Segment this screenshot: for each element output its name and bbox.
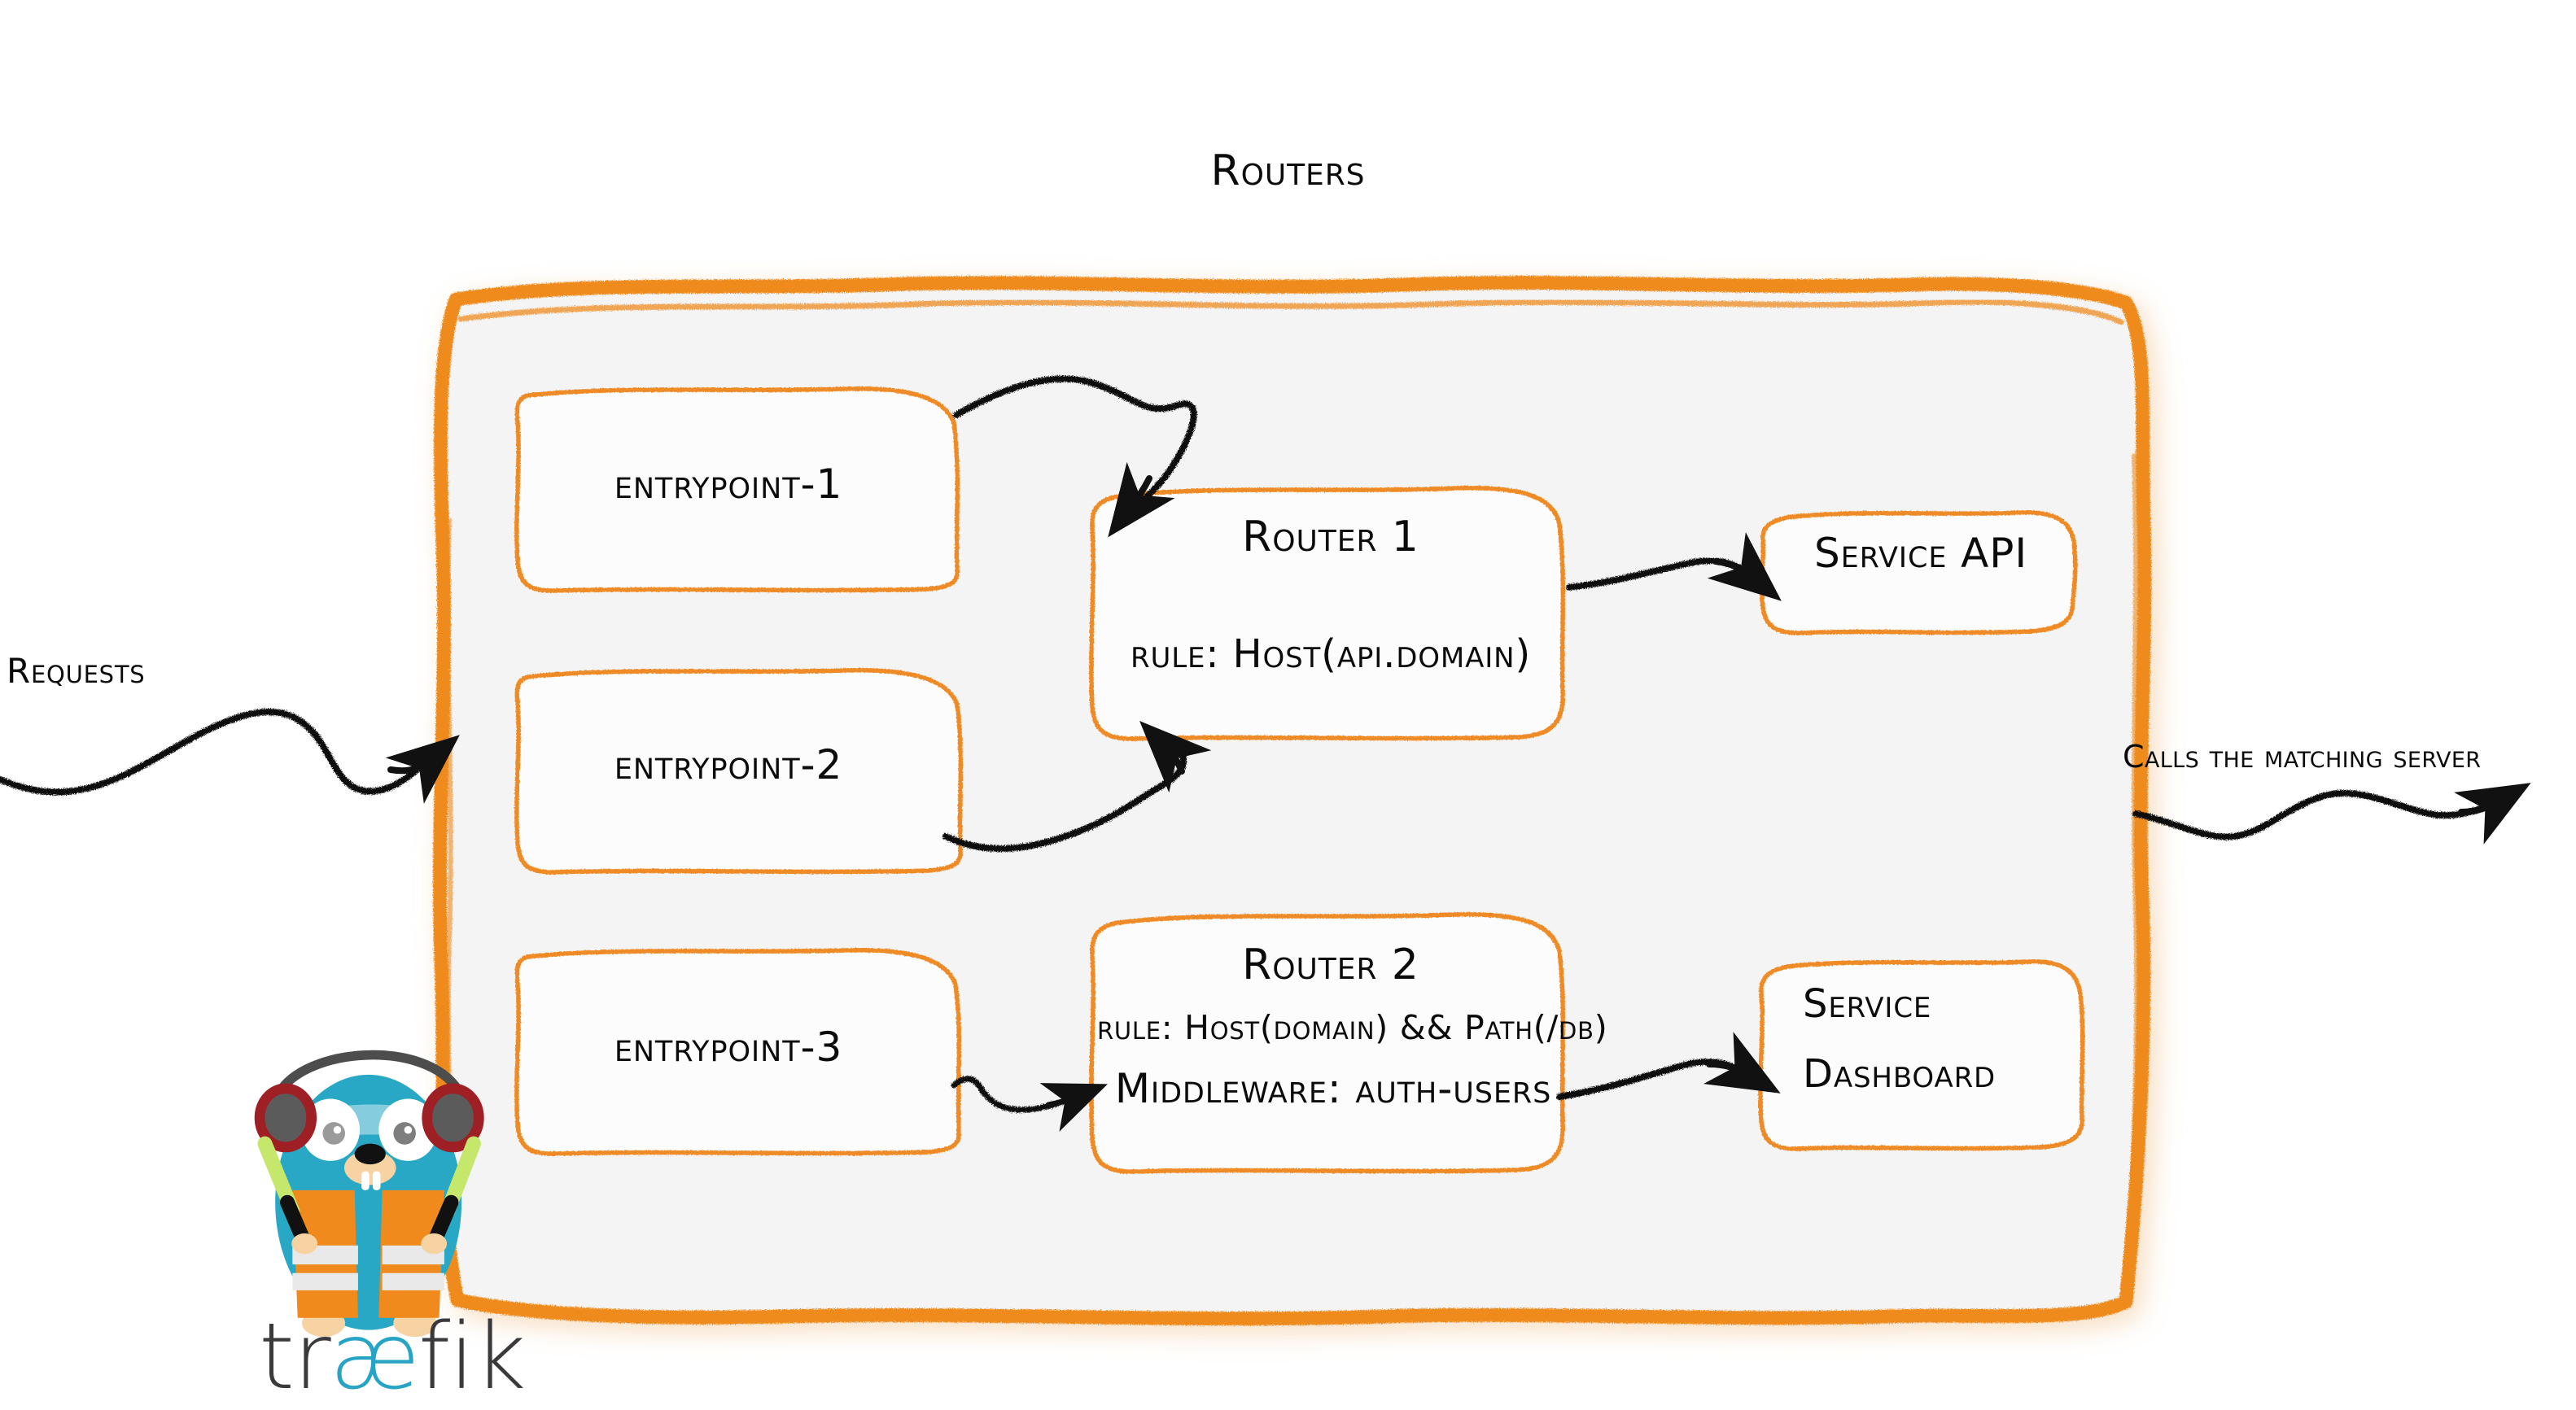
requests-label: Requests — [7, 651, 146, 691]
router-1-title: Router 1 — [1242, 513, 1419, 561]
entrypoint-3-label: entrypoint-3 — [614, 1024, 843, 1071]
entrypoint-3-box[interactable] — [514, 948, 962, 1156]
arrow-requests-to-panel — [0, 708, 460, 804]
traefik-wordmark-fik: fik — [418, 1304, 527, 1410]
entrypoint-2-box[interactable] — [514, 668, 964, 875]
arrow-panel-to-matching-server — [2132, 783, 2531, 845]
router-2-middleware: Middleware: auth-users — [1114, 1065, 1552, 1112]
traefik-gopher-logo — [254, 1050, 484, 1338]
traefik-wordmark: træfik — [259, 1312, 527, 1403]
service-dashboard-label-line1: Service — [1803, 981, 1932, 1027]
traefik-wordmark-tr: tr — [259, 1304, 331, 1410]
service-api-label: Service API — [1814, 530, 2027, 577]
entrypoint-1-label: entrypoint-1 — [614, 461, 843, 508]
traefik-wordmark-ae: æ — [330, 1304, 419, 1410]
arrow-router2-to-service-dashboard — [1556, 1032, 1781, 1100]
router-2-box[interactable] — [1089, 912, 1566, 1174]
router-2-title: Router 2 — [1242, 941, 1419, 989]
router-1-box[interactable] — [1089, 486, 1566, 741]
service-dashboard-label-line2: Dashboard — [1803, 1051, 1997, 1097]
calls-matching-server-label: Calls the matching server — [2123, 739, 2482, 775]
arrow-router1-to-service-api — [1566, 532, 1782, 601]
router-1-rule: rule: Host(api.domain) — [1130, 631, 1532, 677]
page-title: Routers — [1210, 146, 1366, 195]
arrow-entrypoint3-to-router2 — [951, 1076, 1108, 1132]
entrypoint-2-label: entrypoint-2 — [614, 741, 843, 788]
entrypoint-1-box[interactable] — [514, 386, 960, 593]
router-2-rule: rule: Host(domain) && Path(/db) — [1097, 1008, 1608, 1047]
arrow-entrypoint2-to-router1 — [942, 721, 1212, 852]
arrow-entrypoint1-to-router1 — [953, 375, 1197, 538]
